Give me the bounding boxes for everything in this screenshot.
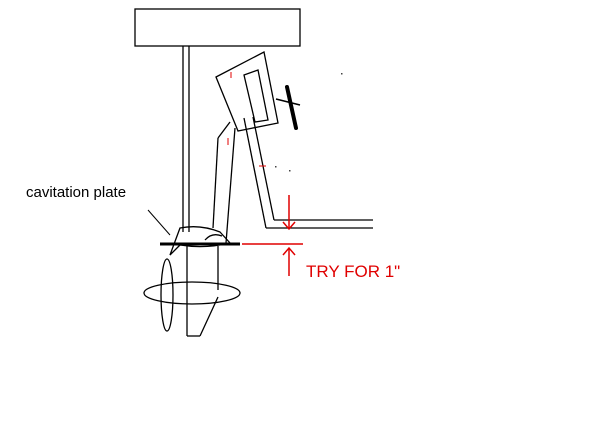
try-for-label: TRY FOR 1": [306, 262, 400, 281]
cavitation-plate-leader: [147, 209, 171, 236]
cavitation-plate-label: cavitation plate: [26, 184, 126, 201]
depth-dimension-marker: [242, 195, 303, 276]
transom-boat-hull: [243, 116, 373, 229]
motor-powerhead: [134, 8, 301, 47]
lower-unit-gearcase: [169, 226, 232, 337]
stray-dots: [275, 73, 343, 172]
clamp-screw-handle: [275, 85, 301, 130]
motor-shaft-housing: [182, 46, 190, 232]
propeller: [143, 258, 241, 332]
stray-marks: [227, 72, 266, 167]
transom-clamp-bracket: [212, 51, 279, 244]
